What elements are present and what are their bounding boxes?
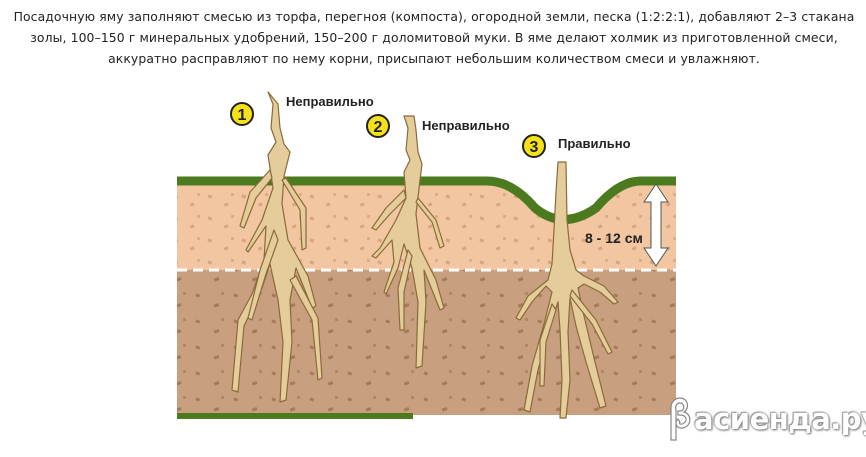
number-marker-3: 3: [522, 134, 546, 158]
planting-illustration: 1 2 3: [177, 91, 676, 419]
plant-3-label: Правильно: [558, 136, 631, 151]
seedling-2: [371, 115, 445, 369]
watermark: асиенда.ру: [666, 394, 866, 448]
bottom-grass-edge: [177, 413, 413, 419]
depth-label: 8 - 12 см: [585, 230, 643, 246]
plant-2-label: Неправильно: [422, 118, 510, 133]
depth-arrow-icon: [643, 183, 669, 267]
number-marker-3-text: 3: [530, 139, 539, 156]
asienda-logo-icon: [670, 397, 691, 441]
seedling-1: [231, 91, 323, 403]
number-marker-2: 2: [366, 114, 390, 138]
planting-diagram: 1 2 3 Неправильно Неправильно Правильно …: [0, 80, 866, 453]
number-marker-1: 1: [230, 102, 254, 126]
intro-paragraph: Посадочную яму заполняют смесью из торфа…: [13, 9, 855, 66]
number-marker-2-text: 2: [374, 119, 383, 136]
seedling-3: [515, 161, 619, 419]
watermark-text: асиенда.ру: [694, 402, 866, 436]
number-marker-1-text: 1: [238, 107, 247, 124]
plant-1-label: Неправильно: [286, 94, 374, 109]
